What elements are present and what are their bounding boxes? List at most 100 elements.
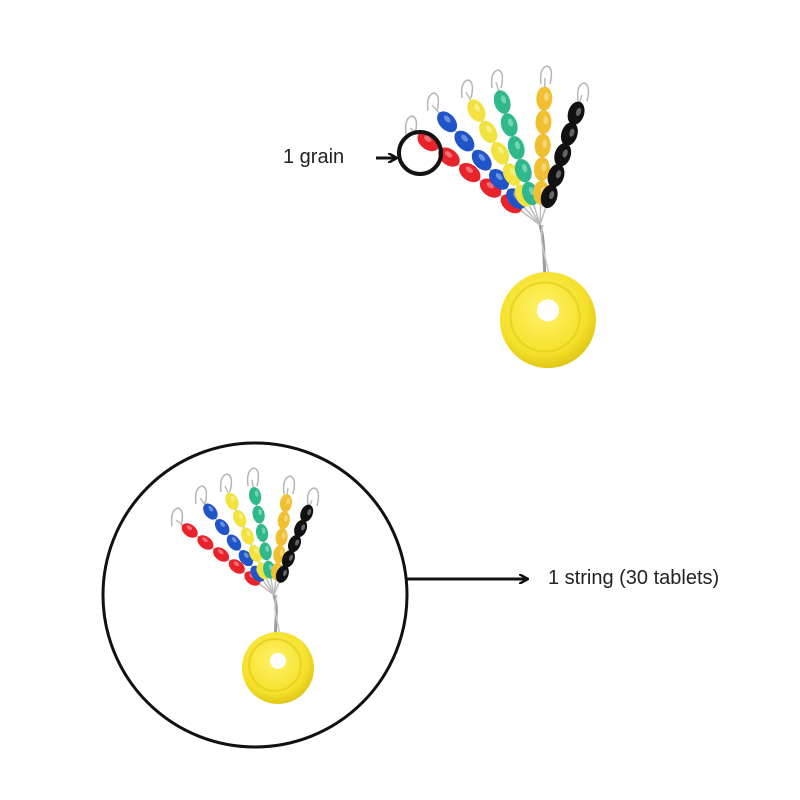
bead-shine: [542, 139, 548, 148]
wire-loop: [426, 92, 440, 112]
stopper-bead: [248, 487, 262, 506]
bead-shine: [474, 104, 481, 112]
bead-shine: [497, 146, 504, 155]
stopper-bead: [197, 535, 214, 550]
bead-shine: [562, 149, 568, 158]
bead-shine: [541, 162, 547, 172]
stopper-bead: [514, 158, 532, 183]
stopper-bead: [259, 542, 272, 561]
bead-shine: [443, 115, 451, 123]
stopper-bead: [281, 550, 295, 568]
bead-shine: [465, 166, 474, 173]
stopper-bead: [255, 523, 269, 542]
stopper-bead: [225, 492, 239, 510]
bead-shine: [424, 135, 432, 142]
stopper-bead: [226, 534, 242, 551]
bead-shine: [478, 153, 486, 161]
stopper-bead: [275, 565, 289, 583]
bead-shine: [261, 527, 266, 534]
bead-shine: [301, 524, 306, 531]
bead-shine: [509, 167, 516, 176]
wire-loop: [404, 115, 418, 135]
stopper-bead: [507, 136, 525, 160]
wire-loop: [576, 82, 590, 102]
bead-shine: [555, 170, 562, 179]
bead-bundle-closeup: [404, 65, 596, 368]
bead-shine: [507, 118, 514, 127]
bead-shine: [254, 547, 259, 554]
wire-loop: [306, 487, 320, 507]
stopper-bead: [479, 120, 498, 144]
bead-shine: [575, 107, 582, 116]
bead-shine: [282, 532, 286, 539]
stopper-bead: [438, 147, 460, 167]
bead-shine: [208, 506, 214, 512]
wire-loop: [246, 467, 260, 487]
stopper-bead: [252, 505, 265, 524]
bead-shine: [569, 128, 575, 137]
bead-shine: [282, 569, 288, 576]
stopper-bead: [277, 511, 290, 530]
bead-shine: [461, 134, 468, 142]
bead-shine: [500, 95, 507, 104]
string-highlight-circle: [101, 441, 409, 749]
stopper-bead: [490, 142, 510, 165]
stopper-bead: [288, 535, 301, 553]
stopper-bead: [467, 99, 486, 122]
stopper-bead: [248, 545, 263, 563]
bead-shine: [220, 521, 225, 528]
stopper-bead: [275, 528, 288, 547]
bead-shine: [230, 495, 235, 502]
stopper-bead: [540, 184, 558, 209]
bead-shine: [288, 554, 294, 561]
bead-shine: [486, 125, 492, 134]
wire-loop: [194, 485, 208, 505]
stopper-bead: [213, 547, 230, 562]
sinker-rim: [509, 281, 581, 353]
grain-highlight-circle: [397, 130, 443, 176]
wire-loop: [539, 65, 553, 85]
wire-loop: [490, 69, 504, 89]
stopper-bead: [535, 110, 552, 135]
bead-shine: [279, 549, 284, 556]
wire-loop: [219, 473, 233, 493]
stopper-bead: [554, 143, 572, 167]
sinker-hole: [270, 652, 286, 669]
stopper-bead: [567, 101, 585, 125]
stopper-bead: [533, 157, 550, 182]
bead-shine: [231, 537, 237, 543]
bead-shine: [246, 530, 251, 537]
stopper-bead: [181, 523, 198, 538]
bead-shine: [543, 92, 549, 101]
bead-shine: [233, 561, 240, 567]
stopper-bead: [454, 130, 475, 152]
stopper-bead: [203, 503, 218, 520]
stopper-bead: [459, 162, 481, 183]
sinker-rim: [248, 638, 302, 692]
wire-loop: [282, 475, 296, 495]
stopper-bead: [214, 519, 230, 536]
bead-shine: [486, 182, 494, 189]
stopper-bead: [534, 133, 551, 158]
bead-shine: [243, 552, 249, 559]
bead-shine: [307, 509, 312, 516]
string-caption: 1 string (30 tablets): [548, 567, 720, 589]
bead-shine: [286, 498, 291, 505]
bead-shine: [238, 513, 243, 520]
wire-loop: [170, 507, 184, 527]
stopper-bead: [228, 559, 245, 574]
bead-shine: [495, 173, 503, 181]
stopper-bead: [536, 86, 553, 111]
stopper-bead: [240, 527, 255, 545]
bead-shine: [265, 545, 270, 553]
stopper-bead: [437, 111, 458, 133]
bead-shine: [522, 164, 528, 173]
bead-shine: [284, 515, 288, 522]
bead-shine: [295, 539, 300, 546]
stopper-bead: [279, 494, 293, 512]
bead-shine: [549, 191, 555, 200]
bead-shine: [217, 549, 224, 555]
bead-bundle-full-string: [170, 467, 320, 704]
bead-shine: [186, 525, 193, 531]
